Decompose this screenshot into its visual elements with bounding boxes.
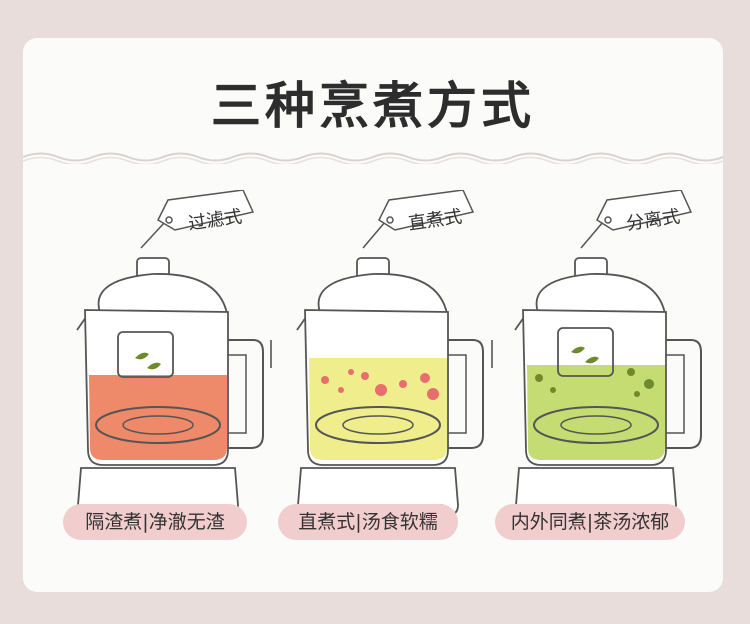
separator-2 (491, 340, 493, 368)
content-card: 三种烹煮方式 过滤式 (23, 38, 723, 592)
kettle-separate: 分离式 (503, 189, 733, 520)
caption-filter: 隔渣煮|净澈无渣 (63, 504, 247, 540)
kettle-filter-liquid (89, 375, 227, 460)
caption-direct: 直煮式|汤食软糯 (278, 504, 458, 540)
kettle-separate-illustration (514, 189, 702, 516)
kettle-direct-illustration (296, 189, 484, 516)
kettle-direct: 直煮式 (285, 189, 515, 520)
page-title: 三种烹煮方式 (211, 77, 535, 135)
kettle-separate-liquid (527, 365, 665, 460)
kettle-direct-liquid (309, 358, 447, 460)
kettle-filter-illustration (76, 189, 264, 516)
separator-1 (270, 340, 272, 368)
wavy-divider (23, 152, 723, 164)
caption-separate: 内外同煮|茶汤浓郁 (495, 504, 685, 540)
kettle-filter: 过滤式 (63, 189, 293, 520)
